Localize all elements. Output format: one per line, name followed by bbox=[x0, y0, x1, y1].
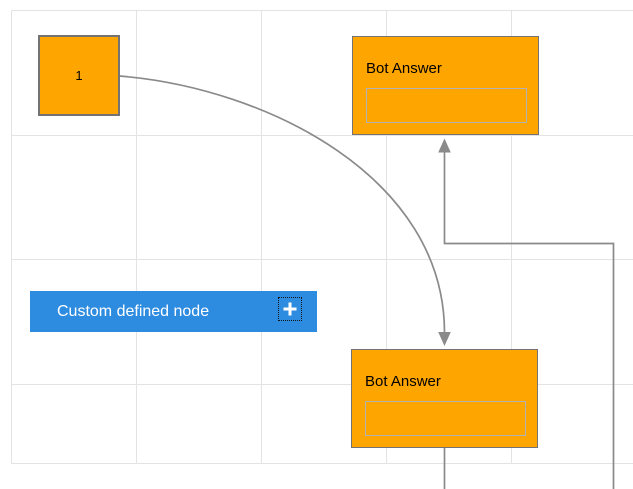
bot-answer-title: Bot Answer bbox=[365, 373, 441, 390]
connector-arrowhead-up bbox=[438, 138, 451, 153]
connector-arrowhead-down bbox=[438, 332, 451, 346]
connectors bbox=[119, 75, 615, 489]
bot-answer-input-box[interactable] bbox=[366, 88, 527, 123]
connector-start-to-bot-answer-bottom[interactable] bbox=[119, 75, 446, 333]
bot-answer-title: Bot Answer bbox=[366, 60, 442, 77]
custom-node-label: Custom defined node bbox=[57, 302, 210, 320]
add-plus-icon[interactable] bbox=[278, 297, 302, 321]
node-start-label: 1 bbox=[75, 68, 83, 83]
connector-elbow-to-bot-answer-top[interactable] bbox=[443, 152, 615, 489]
node-start[interactable]: 1 bbox=[38, 35, 120, 116]
node-custom-defined[interactable]: Custom defined node bbox=[30, 291, 317, 332]
node-bot-answer-top[interactable]: Bot Answer bbox=[352, 36, 539, 135]
bot-answer-input-box[interactable] bbox=[365, 401, 526, 436]
node-bot-answer-bottom[interactable]: Bot Answer bbox=[351, 349, 538, 448]
